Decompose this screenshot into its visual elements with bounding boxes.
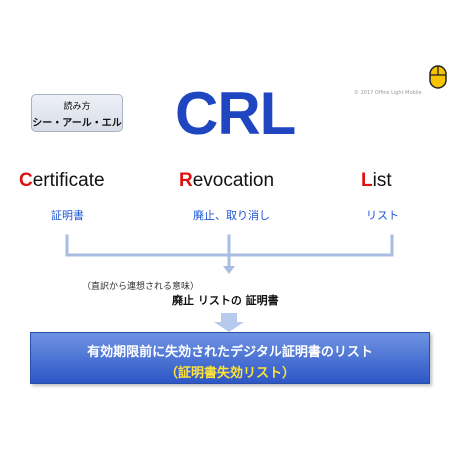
term-initial: R [179, 170, 193, 191]
literal-note: （直訳から連想される意味） [82, 282, 200, 292]
meaning-revocation: 廃止、取り消し [193, 209, 270, 222]
term-rest: ist [372, 170, 392, 191]
term-initial: C [19, 170, 33, 191]
definition-box: 有効期限前に失効されたデジタル証明書のリスト （証明書失効リスト） [30, 332, 430, 384]
mouse-icon [429, 65, 447, 89]
reading-text: シー・アール・エル [32, 118, 122, 129]
meaning-list: リスト [366, 209, 399, 222]
down-arrow-icon [223, 255, 235, 274]
block-arrow-icon [214, 313, 244, 332]
reading-label: 読み方 [63, 102, 91, 112]
copyright-text: © 2017 Office Light Mobile [354, 90, 422, 96]
page-title: CRL [175, 80, 296, 147]
term-rest: evocation [192, 170, 275, 191]
definition-text: 有効期限前に失効されたデジタル証明書のリスト [87, 345, 373, 360]
term-revocation: Revocation [179, 169, 274, 193]
term-rest: ertificate [32, 170, 105, 191]
literal-translation: 廃止 リストの 証明書 [172, 294, 279, 307]
definition-subtitle: （証明書失効リスト） [164, 366, 295, 381]
term-certificate: Certificate [19, 169, 105, 193]
reading-badge: 読み方 シー・アール・エル [31, 94, 123, 132]
merge-bracket [65, 234, 394, 257]
term-list: List [361, 169, 392, 193]
meaning-certificate: 証明書 [51, 209, 84, 222]
term-initial: L [361, 170, 373, 191]
